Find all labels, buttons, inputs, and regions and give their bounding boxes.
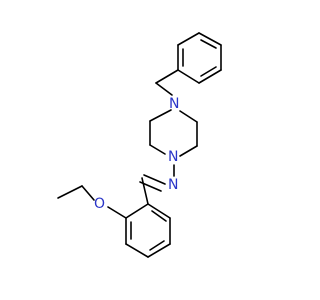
- amine-nitrogen-label: N: [169, 96, 179, 112]
- ch2-ch3-bond: [57, 185, 83, 199]
- benzyl-ring: [177, 32, 222, 84]
- piperazine-ring: [149, 109, 198, 157]
- aryl-o-bond: [107, 206, 127, 219]
- piperazine-nitrogen-label: N: [168, 149, 178, 165]
- aryl-ring: [125, 203, 171, 258]
- molecule-canvas: N N N O: [57, 32, 222, 258]
- o-ch2-bond: [81, 185, 95, 201]
- benzyl-ch2-bond: [155, 69, 179, 84]
- ch2-n-bond: [155, 82, 173, 96]
- imine-aryl-bond: [141, 177, 149, 205]
- imine-double-bond-a: [143, 174, 166, 185]
- imine-nitrogen-label: N: [168, 177, 178, 193]
- structure-diagram: N N N O: [57, 32, 222, 258]
- ether-oxygen-label: O: [94, 196, 105, 212]
